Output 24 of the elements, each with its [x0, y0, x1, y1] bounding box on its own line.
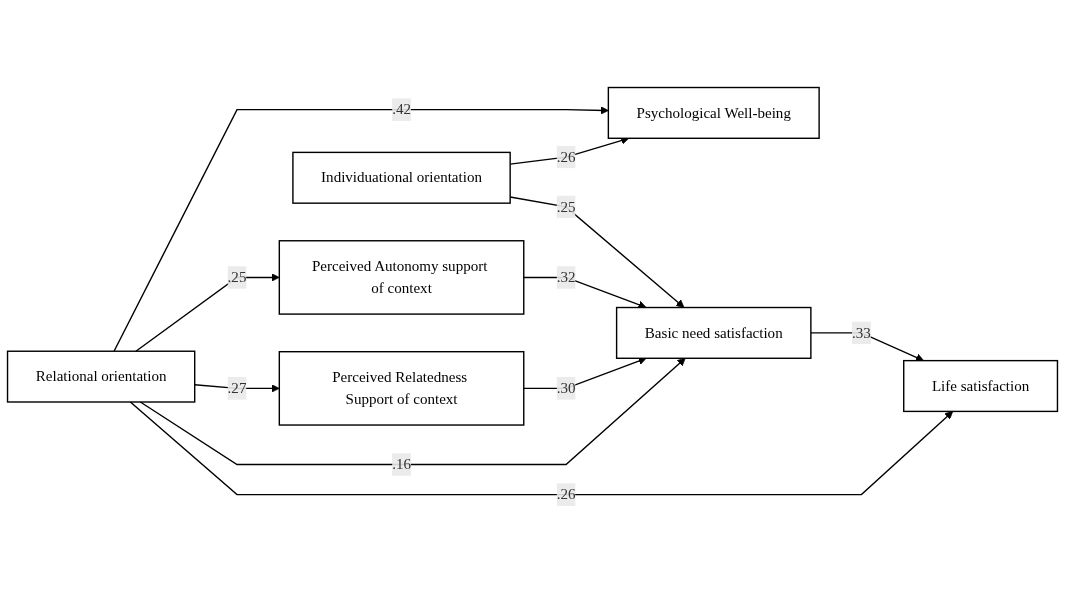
node-box: Individuational orientation: [292, 152, 511, 205]
arrow: [523, 357, 647, 390]
arrow: [113, 106, 609, 353]
edge-label: .32: [556, 269, 576, 286]
arrow: [139, 358, 686, 466]
edge-label: .27: [227, 380, 247, 397]
arrow: [810, 332, 924, 362]
node-box: Perceived Autonomy support of context: [278, 240, 525, 316]
arrow: [129, 401, 954, 496]
node-box: Life satisfaction: [903, 360, 1059, 413]
arrow: [194, 384, 280, 393]
edge-label: .42: [392, 101, 411, 118]
node-box: Perceived Relatedness Support of context: [278, 351, 525, 427]
node-box: Psychological Well-being: [607, 87, 820, 140]
edge-label: .26: [556, 148, 576, 165]
edge-label: .30: [556, 380, 576, 397]
edge-label: .25: [227, 269, 247, 286]
arrow: [135, 273, 280, 353]
edge-label: .25: [556, 198, 576, 215]
node-box: Relational orientation: [6, 350, 196, 403]
edge-label: .16: [392, 456, 411, 473]
node-box: Basic need satisfaction: [615, 307, 812, 360]
edge-label: .33: [852, 324, 871, 341]
edge-label: .26: [556, 486, 576, 503]
